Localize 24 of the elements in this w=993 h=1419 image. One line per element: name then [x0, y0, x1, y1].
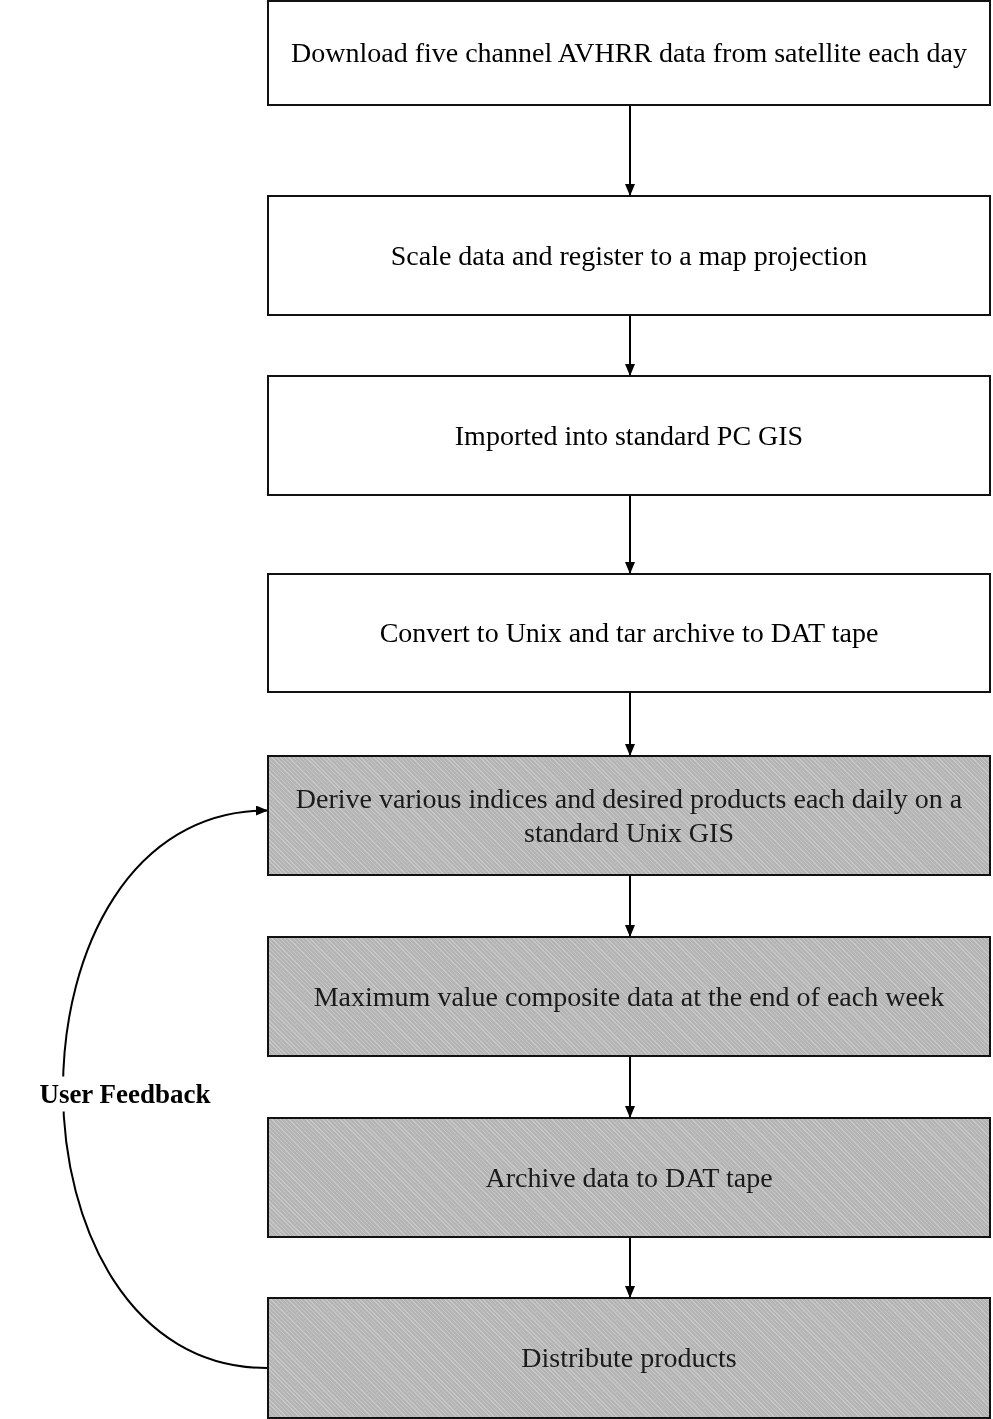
process-box — [267, 936, 991, 1057]
process-box — [267, 1297, 991, 1419]
box-text: Maximum value composite data at the end of each week — [313, 979, 945, 1014]
arrow — [625, 1237, 635, 1298]
box-text: Convert to Unix and tar archive to DAT tape — [379, 616, 879, 650]
arrow — [625, 315, 635, 376]
box-text: Scale data and register to a map projection — [390, 238, 868, 273]
process-box — [267, 1117, 991, 1238]
arrow — [625, 1056, 635, 1118]
arrow — [625, 875, 635, 937]
box-text: Distribute products — [521, 1341, 737, 1375]
arrow — [625, 692, 635, 756]
box-text: Archive data to DAT tape — [485, 1160, 773, 1195]
box-text: Imported into standard PC GIS — [454, 418, 804, 453]
process-box — [267, 573, 991, 693]
process-box — [267, 0, 991, 106]
process-box — [267, 195, 991, 316]
arrow — [62, 807, 268, 1369]
process-box — [267, 755, 991, 876]
box-text: Download five channel AVHRR data from satellite each day — [291, 36, 967, 70]
arrow — [625, 105, 635, 196]
process-box — [267, 375, 991, 496]
box-text: Derive various indices and desired products each daily on a standard Unix GIS — [294, 781, 964, 850]
arrow — [625, 495, 635, 574]
